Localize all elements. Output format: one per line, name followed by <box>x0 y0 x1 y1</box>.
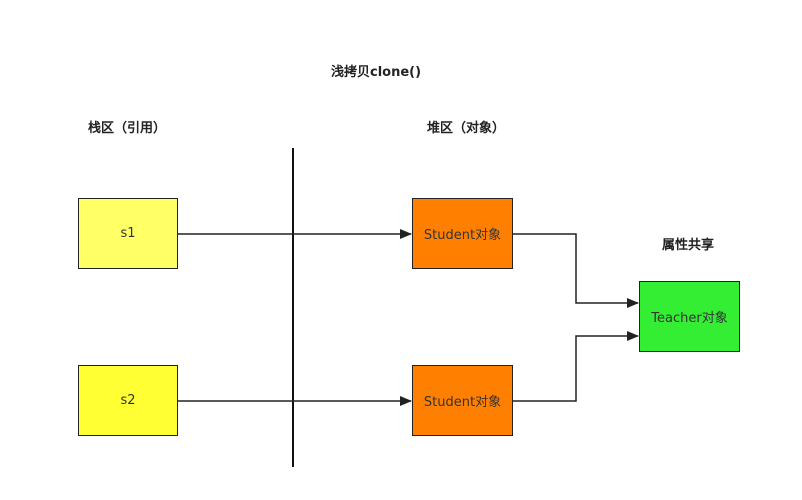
arrow-student2-to-teacher <box>513 331 639 402</box>
reference-s2: s2 <box>78 365 178 436</box>
arrow-student1-to-teacher <box>513 233 639 308</box>
shared-attribute-label: 属性共享 <box>662 238 715 253</box>
teacher-object-label: Teacher对象 <box>651 311 728 326</box>
diagram-title: 浅拷贝clone() <box>331 65 422 80</box>
student-object-1-label: Student对象 <box>423 228 502 243</box>
student-object-2-label: Student对象 <box>423 395 502 410</box>
reference-s1-label: s1 <box>120 226 136 241</box>
teacher-object: Teacher对象 <box>639 281 740 352</box>
heap-area-label: 堆区（对象） <box>427 121 506 136</box>
student-object-2: Student对象 <box>412 365 513 436</box>
stack-area-label: 栈区（引用） <box>88 121 167 136</box>
reference-s2-label: s2 <box>120 393 136 408</box>
reference-s1: s1 <box>78 198 178 269</box>
student-object-1: Student对象 <box>412 198 513 269</box>
